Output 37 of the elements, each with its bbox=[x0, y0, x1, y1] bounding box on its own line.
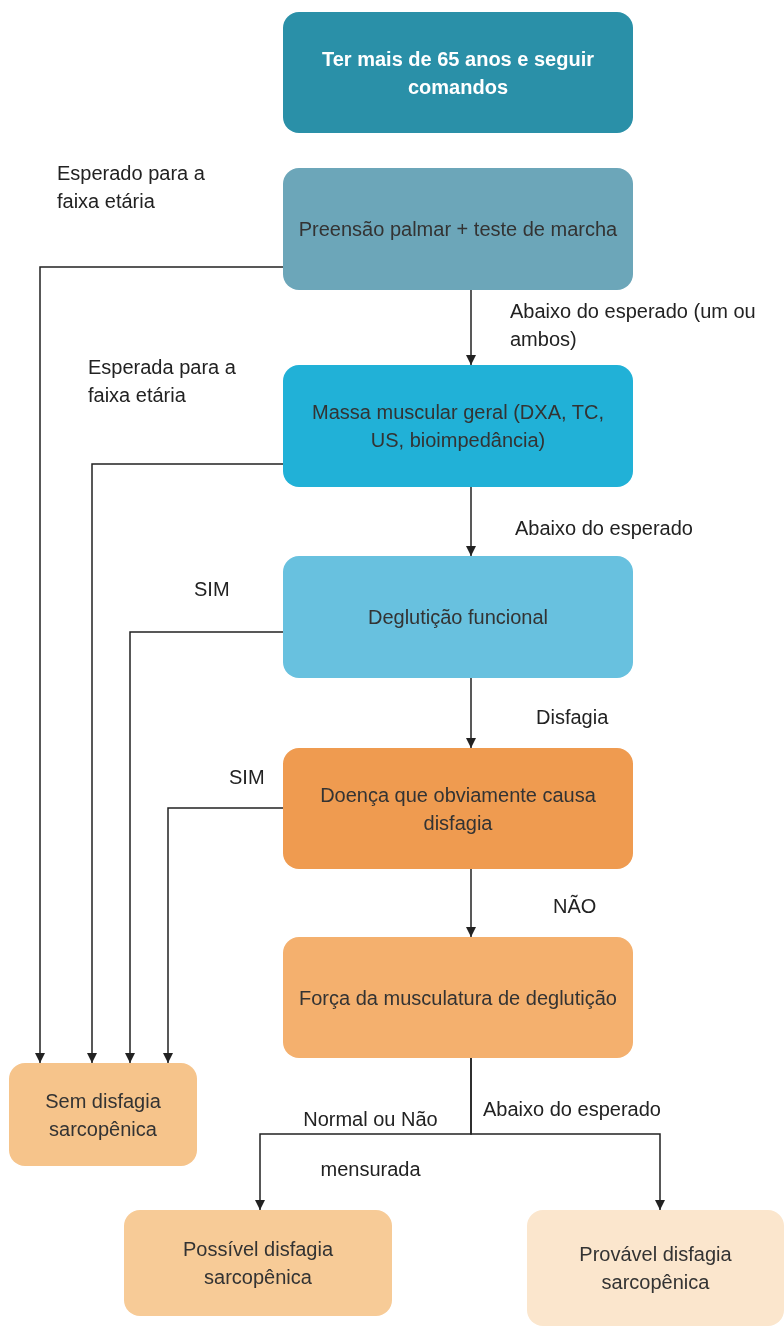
arrow bbox=[465, 486, 477, 557]
process-box bbox=[527, 1210, 784, 1326]
edge-label: Abaixo do esperado bbox=[483, 1097, 662, 1122]
box-text: Doença que obviamente causa disfagia bbox=[319, 782, 597, 836]
arrow bbox=[86, 463, 284, 1064]
box-text: Possível disfagia sarcopênica bbox=[181, 1237, 335, 1290]
edge-label: Esperada para a faixa etária bbox=[88, 355, 237, 408]
process-box bbox=[283, 168, 633, 290]
box-text: Força da musculatura de deglutição bbox=[299, 985, 617, 1011]
edge-label: Esperado para a faixa etária bbox=[57, 161, 206, 214]
box-text: Massa muscular geral (DXA, TC, US, bioimpedância) bbox=[311, 400, 605, 453]
process-box bbox=[283, 365, 633, 487]
box-text: Preensão palmar + teste de marcha bbox=[298, 217, 618, 242]
edge-label: Abaixo do esperado (um ou ambos) bbox=[510, 299, 757, 352]
edge-label: Normal ou Não mensurada bbox=[302, 1107, 439, 1182]
arrow bbox=[465, 289, 477, 366]
edge-label: Abaixo do esperado bbox=[515, 516, 694, 541]
arrow bbox=[470, 1057, 666, 1211]
arrow bbox=[34, 266, 284, 1064]
box-text: Deglutição funcional bbox=[367, 605, 549, 630]
edge-label: NÃO bbox=[553, 893, 598, 919]
arrow bbox=[162, 807, 284, 1064]
box-text: Sem disfagia sarcopênica bbox=[44, 1088, 162, 1142]
process-box bbox=[283, 12, 633, 133]
process-box bbox=[283, 556, 633, 678]
arrow bbox=[124, 631, 284, 1064]
process-box bbox=[283, 937, 633, 1058]
process-box bbox=[124, 1210, 392, 1316]
arrow bbox=[465, 868, 477, 938]
edge-label: SIM bbox=[194, 577, 231, 602]
box-text: Ter mais de 65 anos e seguir comandos bbox=[321, 46, 595, 100]
edge-label: Disfagia bbox=[536, 705, 610, 730]
arrow bbox=[465, 677, 477, 749]
edge-label: SIM bbox=[229, 765, 266, 790]
box-text: Provável disfagia sarcopênica bbox=[578, 1242, 733, 1295]
process-box bbox=[9, 1063, 197, 1166]
process-box bbox=[283, 748, 633, 869]
